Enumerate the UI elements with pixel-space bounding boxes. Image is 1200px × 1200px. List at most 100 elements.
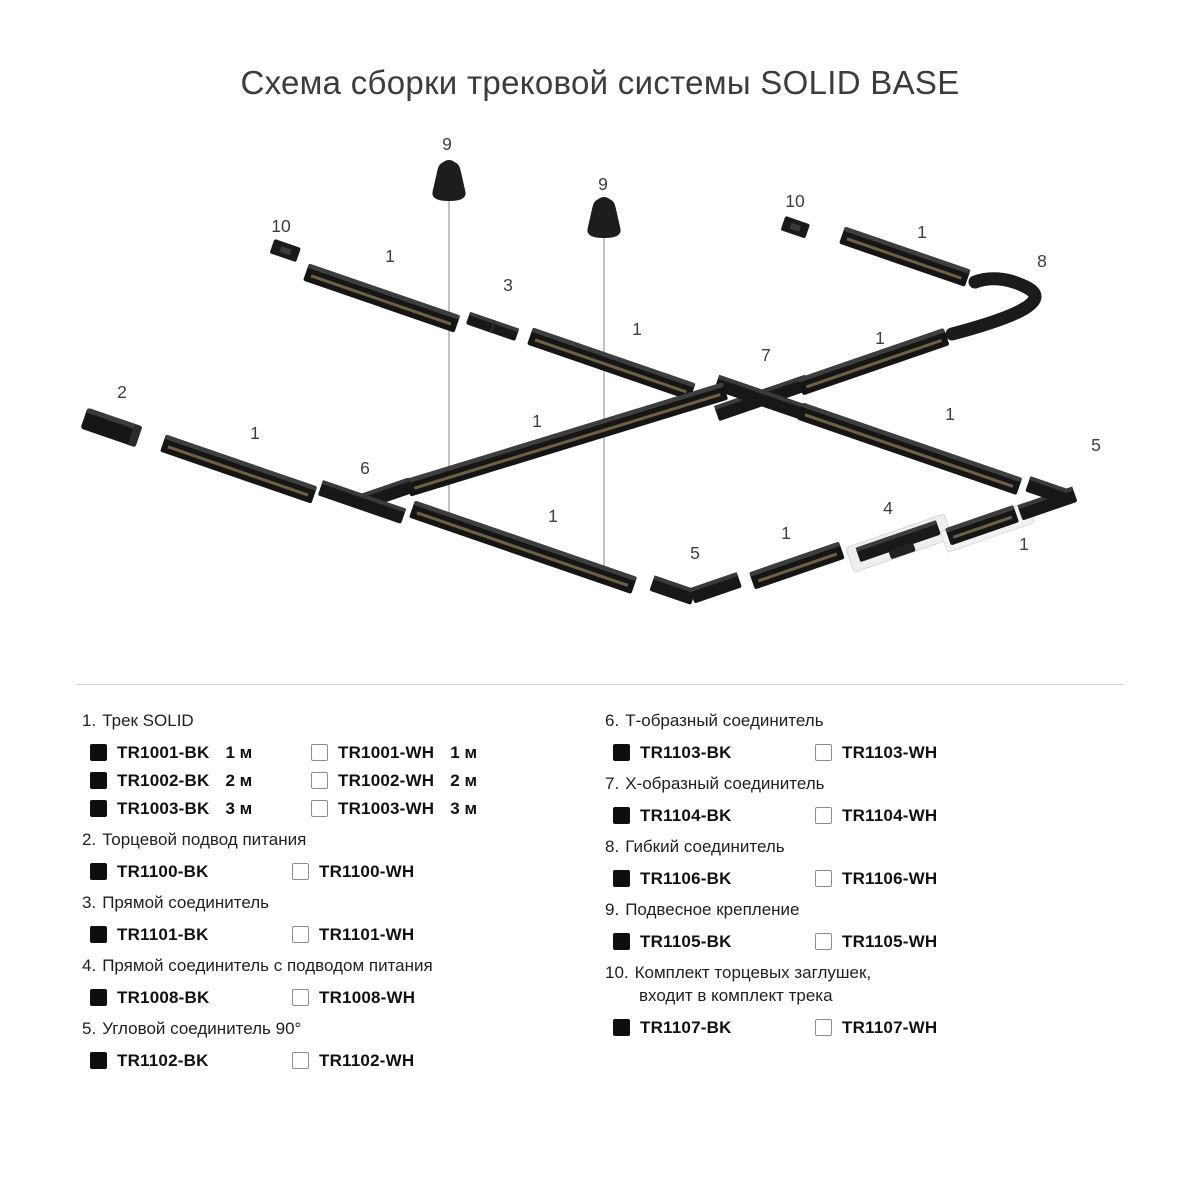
product-entry: TR1103-BK [613, 743, 815, 762]
item-number: 2. [82, 830, 97, 849]
legend-item-title: 1. Трек SOLID [82, 711, 605, 730]
legend-item-title: 3.Прямой соединитель [82, 893, 605, 912]
color-swatch-white [311, 772, 328, 789]
product-code: TR1001-BK [117, 743, 210, 762]
legend-item-title: 9.Подвесное крепление [605, 900, 1160, 919]
callout-9: 9 [598, 174, 608, 194]
connector-power-feed [855, 520, 941, 562]
product-code: TR1106-BK [640, 869, 732, 888]
product-code: TR1104-WH [842, 806, 938, 825]
legend-section-straight-connector: 3.Прямой соединитель TR1101-BK TR1101-WH [82, 893, 605, 944]
x-connector [714, 374, 810, 421]
product-row: TR1104-BK TR1104-WH [605, 806, 1160, 825]
product-row: TR1106-BK TR1106-WH [605, 869, 1160, 888]
callout-1: 1 [632, 319, 642, 339]
pendant-mount [587, 197, 621, 238]
legend-item-title: 8.Гибкий соединитель [605, 837, 1160, 856]
product-code: TR1002-WH [338, 771, 435, 790]
product-entry: TR1102-WH [292, 1051, 414, 1070]
callout-3: 3 [503, 275, 513, 295]
color-swatch-black [613, 807, 630, 824]
callout-1: 1 [548, 506, 558, 526]
product-size: 3 м [225, 799, 253, 818]
track-segment [797, 403, 1022, 495]
legend-section-t-connector: 6.Т-образный соединитель TR1103-BK TR110… [605, 711, 1160, 762]
product-entry: TR1003-BK 3 м [90, 799, 311, 818]
product-code: TR1105-BK [640, 932, 732, 951]
product-entry: TR1103-WH [815, 743, 937, 762]
color-swatch-black [613, 870, 630, 887]
item-number: 9. [605, 900, 620, 919]
flex-connector [945, 272, 1042, 341]
product-entry: TR1008-BK [90, 988, 292, 1007]
item-number: 10. [605, 963, 629, 982]
legend-item-title: 2. Торцевой подвод питания [82, 830, 605, 849]
product-code: TR1100-BK [117, 862, 209, 881]
legend-item-title: 4.Прямой соединитель с подводом питания [82, 956, 605, 975]
product-entry: TR1105-BK [613, 932, 815, 951]
callout-8: 8 [1037, 251, 1047, 271]
product-entry: TR1008-WH [292, 988, 415, 1007]
divider [75, 684, 1125, 685]
item-title: Угловой соединитель 90° [102, 1019, 302, 1038]
product-entry: TR1106-WH [815, 869, 937, 888]
item-number: 5. [82, 1019, 97, 1038]
product-size: 2 м [450, 771, 478, 790]
color-swatch-black [613, 1019, 630, 1036]
product-entry: TR1107-WH [815, 1018, 937, 1037]
product-entry: TR1107-BK [613, 1018, 815, 1037]
callout-2: 2 [117, 382, 127, 402]
track-segment [945, 505, 1019, 545]
product-code: TR1102-BK [117, 1051, 209, 1070]
product-row: TR1102-BK TR1102-WH [82, 1051, 605, 1070]
product-entry: TR1101-BK [90, 925, 292, 944]
callout-10: 10 [785, 191, 805, 211]
callout-9: 9 [442, 134, 452, 154]
callout-1: 1 [1019, 534, 1029, 554]
item-title: Прямой соединитель с подводом питания [102, 956, 433, 975]
product-row: TR1008-BK TR1008-WH [82, 988, 605, 1007]
product-entry: TR1001-BK 1 м [90, 743, 311, 762]
legend-section-flex-connector: 8.Гибкий соединитель TR1106-BK TR1106-WH [605, 837, 1160, 888]
product-code: TR1104-BK [640, 806, 732, 825]
color-swatch-white [815, 933, 832, 950]
callout-1: 1 [781, 523, 791, 543]
color-swatch-black [90, 989, 107, 1006]
color-swatch-black [90, 926, 107, 943]
end-cap [781, 216, 810, 239]
assembly-diagram: 9 9 10 1 3 1 7 10 1 8 1 2 1 6 1 1 5 1 4 … [81, 134, 1101, 605]
legend-column-right: 6.Т-образный соединитель TR1103-BK TR110… [605, 711, 1160, 1082]
product-code: TR1003-BK [117, 799, 210, 818]
product-entry: TR1106-BK [613, 869, 815, 888]
item-title-line2: входит в комплект трека [639, 986, 833, 1005]
color-swatch-black [90, 863, 107, 880]
color-swatch-white [292, 926, 309, 943]
product-code: TR1002-BK [117, 771, 210, 790]
item-title: Гибкий соединитель [625, 837, 785, 856]
item-title: Торцевой подвод питания [102, 830, 307, 849]
legend-item-title: 6.Т-образный соединитель [605, 711, 1160, 730]
track-segment [405, 382, 728, 497]
product-code: TR1008-BK [117, 988, 210, 1007]
product-row: TR1103-BK TR1103-WH [605, 743, 1160, 762]
item-title: Т-образный соединитель [625, 711, 824, 730]
color-swatch-black [90, 1052, 107, 1069]
track-segment [749, 542, 845, 589]
corner-connector [1017, 476, 1077, 521]
pendant-mount [432, 160, 466, 201]
item-title: Трек SOLID [102, 711, 194, 730]
legend-section-end-caps: 10.Комплект торцевых заглушек, входит в … [605, 963, 1160, 1037]
color-swatch-black [90, 744, 107, 761]
end-cap [270, 239, 301, 262]
product-entry: TR1100-WH [292, 862, 414, 881]
product-row: TR1003-BK 3 м TR1003-WH 3 м [82, 799, 605, 818]
t-connector [318, 477, 414, 524]
product-row: TR1002-BK 2 м TR1002-WH 2 м [82, 771, 605, 790]
callout-6: 6 [360, 458, 370, 478]
item-number: 1. [82, 711, 97, 730]
callout-7: 7 [761, 345, 771, 365]
callout-10: 10 [271, 216, 291, 236]
color-swatch-black [613, 744, 630, 761]
legend-item-title: 10.Комплект торцевых заглушек, входит в … [605, 963, 1160, 1005]
corner-connector [649, 572, 742, 605]
